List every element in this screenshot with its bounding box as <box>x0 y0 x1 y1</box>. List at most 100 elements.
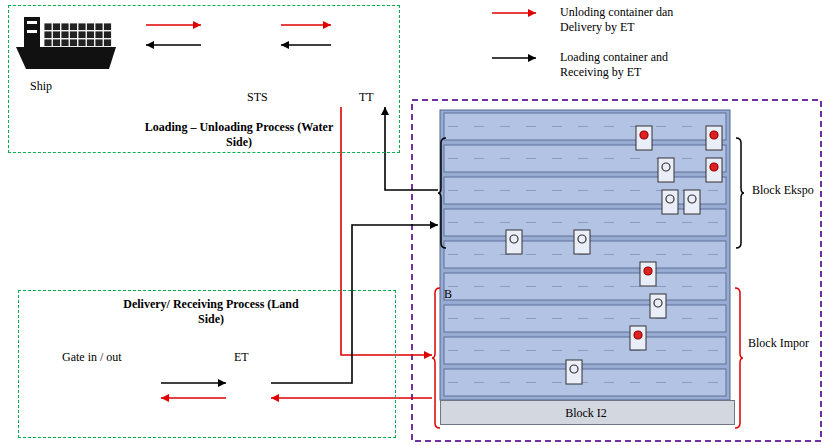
legend-item: Unloding container dan Delivery by ET <box>490 5 790 39</box>
container <box>104 31 112 39</box>
edge-group <box>146 25 438 398</box>
container <box>53 31 61 39</box>
rtg-crane <box>566 360 582 384</box>
crane-frame <box>706 126 722 150</box>
container <box>104 39 112 47</box>
node-label: STS <box>247 90 268 105</box>
lane-marking <box>448 190 722 191</box>
rtg-crane <box>662 190 678 214</box>
bracket <box>438 138 748 248</box>
rtg-crane <box>658 158 674 182</box>
rtg-crane <box>684 190 700 214</box>
terminal-yard-frame <box>412 100 821 441</box>
container <box>95 31 103 39</box>
region-box: Loading – Unloading Process (Water Side)… <box>8 5 400 153</box>
container <box>87 39 95 47</box>
container <box>78 31 86 39</box>
crane-frame <box>662 190 678 214</box>
crane-frame <box>506 230 522 254</box>
block-group: Block ImporBlock I2 <box>432 288 746 428</box>
flow-arrow <box>146 44 201 46</box>
block-letter: B <box>444 287 452 302</box>
rtg-crane <box>630 326 646 350</box>
ship-icon <box>16 11 126 73</box>
node-label: Block I2 <box>441 406 731 421</box>
ship-node: Ship <box>16 11 146 96</box>
yard-lane <box>444 305 726 332</box>
container <box>104 23 112 31</box>
crane-marker <box>710 163 718 171</box>
truck-node: ET <box>226 346 271 406</box>
ship-hull <box>16 47 116 69</box>
flow-arrow <box>341 107 432 355</box>
crane-marker <box>710 131 718 139</box>
crane-frame <box>650 294 666 318</box>
left-bracket <box>438 138 446 248</box>
flow-arrow <box>385 107 438 190</box>
node-label: Block Impor <box>748 336 809 351</box>
legend-text: Unloding container dan Delivery by ET <box>560 5 710 35</box>
lane-marking <box>448 222 722 223</box>
crane-frame <box>630 326 646 350</box>
legend-arrow <box>492 57 536 59</box>
yard-lane <box>444 369 726 396</box>
rtg-crane <box>574 230 590 254</box>
container <box>95 23 103 31</box>
container <box>44 31 52 39</box>
container <box>53 39 61 47</box>
container <box>61 39 69 47</box>
gate-node: Gate in / out <box>56 346 161 406</box>
legend-text: Loading container and Receiving by ET <box>560 50 710 80</box>
yard-cranes <box>506 126 722 384</box>
ship-window <box>27 30 37 33</box>
crane-marker <box>570 365 578 373</box>
container <box>95 39 103 47</box>
ship-window <box>27 21 37 24</box>
container <box>61 23 69 31</box>
yard-lane <box>444 273 726 300</box>
yard-ground <box>440 110 730 400</box>
region-box: Delivery/ Receiving Process (Land Side)G… <box>18 290 396 438</box>
lane-marking <box>448 158 722 159</box>
lane-marking <box>448 382 722 383</box>
flow-arrow <box>281 24 331 26</box>
container <box>70 23 78 31</box>
right-bracket <box>735 288 743 428</box>
crane-marker <box>644 267 652 275</box>
rtg-crane <box>706 126 722 150</box>
flow-arrow <box>271 397 432 399</box>
container <box>53 23 61 31</box>
block-group: Block Ekspo <box>438 138 748 248</box>
container <box>61 31 69 39</box>
crane-marker <box>578 235 586 243</box>
node-label: Block Ekspo <box>752 183 814 198</box>
left-bracket <box>432 288 440 428</box>
truck-node: TT <box>331 16 391 107</box>
crane-marker <box>634 331 642 339</box>
crane-node: STS <box>201 16 281 107</box>
lane-marking <box>448 318 722 319</box>
crane-frame <box>706 158 722 182</box>
crane-marker <box>510 235 518 243</box>
rtg-crane <box>650 294 666 318</box>
right-bracket <box>736 138 744 248</box>
lane-marking <box>448 350 722 351</box>
crane-frame <box>566 360 582 384</box>
rtg-crane <box>636 126 652 150</box>
crane-marker <box>662 163 670 171</box>
container <box>70 31 78 39</box>
container <box>44 39 52 47</box>
node-label: Gate in / out <box>62 350 122 365</box>
lane-marking <box>448 126 722 127</box>
crane-marker <box>654 299 662 307</box>
node-label: Ship <box>30 79 52 94</box>
crane-frame <box>684 190 700 214</box>
yard-lane <box>444 145 726 172</box>
ship-bridge <box>24 17 40 47</box>
crane-marker <box>666 195 674 203</box>
rtg-crane <box>506 230 522 254</box>
rtg-crane <box>706 158 722 182</box>
node-label: TT <box>359 90 374 105</box>
